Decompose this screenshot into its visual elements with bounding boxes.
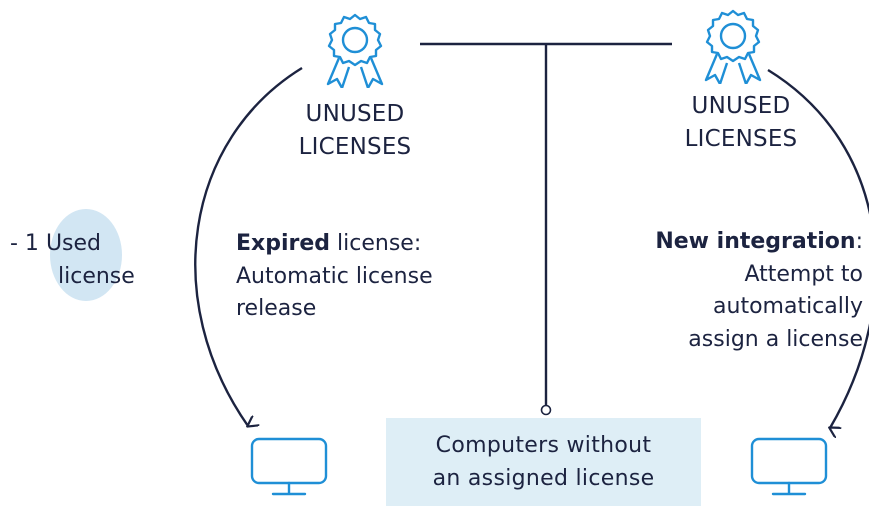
- award-ribbon-icon: [704, 9, 762, 84]
- used-count: - 1: [10, 231, 39, 256]
- unused-licenses-label-left: UNUSED LICENSES: [280, 98, 430, 164]
- integration-line1-rest: :: [855, 229, 863, 254]
- unassigned-computers-box: Computers without an assigned license: [386, 418, 701, 506]
- integration-note-line1: New integration:: [610, 226, 863, 259]
- monitor-icon: [250, 437, 328, 496]
- expired-keyword: Expired: [236, 231, 331, 256]
- expired-license-note: Expired license: Automatic license relea…: [236, 228, 496, 326]
- integration-note-line4: assign a license: [688, 326, 863, 352]
- expired-line1-rest: license:: [330, 231, 422, 256]
- computers-box-line1: Computers without: [435, 433, 652, 458]
- used-note-line2: license: [58, 264, 135, 289]
- licenses-label-line: LICENSES: [298, 133, 412, 160]
- new-integration-note: New integration: Attempt to automaticall…: [610, 226, 863, 356]
- expired-note-line2: Automatic license: [236, 263, 433, 289]
- expired-note-line1: Expired license:: [236, 228, 496, 261]
- integration-note-line3: automatically: [713, 294, 863, 320]
- integration-note-line2: Attempt to: [744, 261, 863, 287]
- expired-note-line3: release: [236, 296, 317, 322]
- left-curved-arrow: [194, 66, 303, 426]
- used-license-highlight: [50, 209, 122, 301]
- licenses-label-line: LICENSES: [684, 125, 798, 152]
- unused-licenses-label-right: UNUSED LICENSES: [666, 90, 816, 156]
- stem-end-dot: [540, 404, 552, 416]
- unused-label-line: UNUSED: [305, 101, 405, 127]
- used-license-note: - 1 Used license: [10, 209, 170, 308]
- integration-keyword: New integration: [655, 229, 856, 254]
- used-label: Used: [45, 231, 102, 256]
- award-ribbon-icon: [326, 13, 384, 88]
- used-note-line1: - 1 Used: [10, 228, 101, 260]
- computers-box-line2: an assigned license: [432, 466, 655, 491]
- right-curved-arrow: [767, 68, 869, 428]
- monitor-icon: [750, 437, 828, 496]
- unused-label-line: UNUSED: [691, 93, 791, 119]
